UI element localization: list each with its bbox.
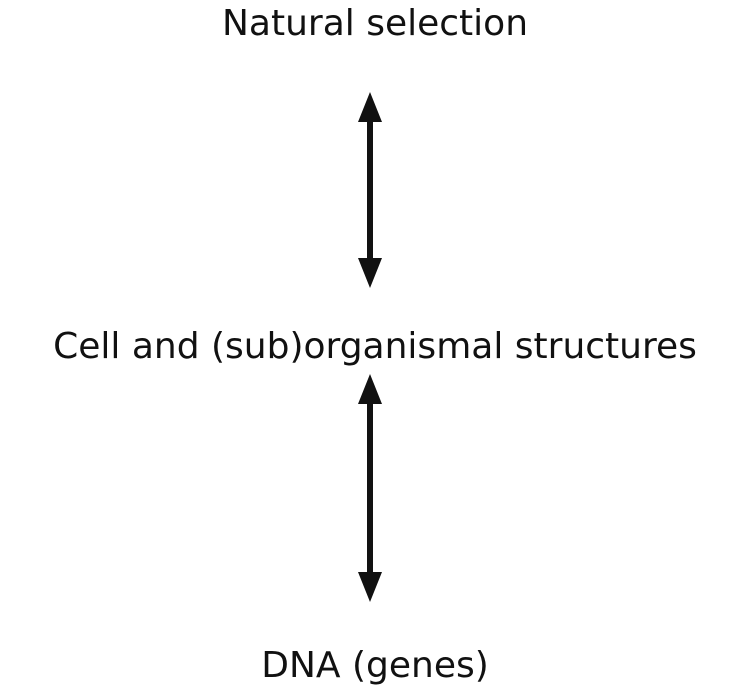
double-arrow-selection-to-structures [350,92,390,288]
node-cell-structures: Cell and (sub)organismal structures [53,326,697,367]
double-arrow-structures-to-dna [350,374,390,602]
node-dna-genes: DNA (genes) [261,645,489,686]
node-natural-selection: Natural selection [221,3,529,44]
